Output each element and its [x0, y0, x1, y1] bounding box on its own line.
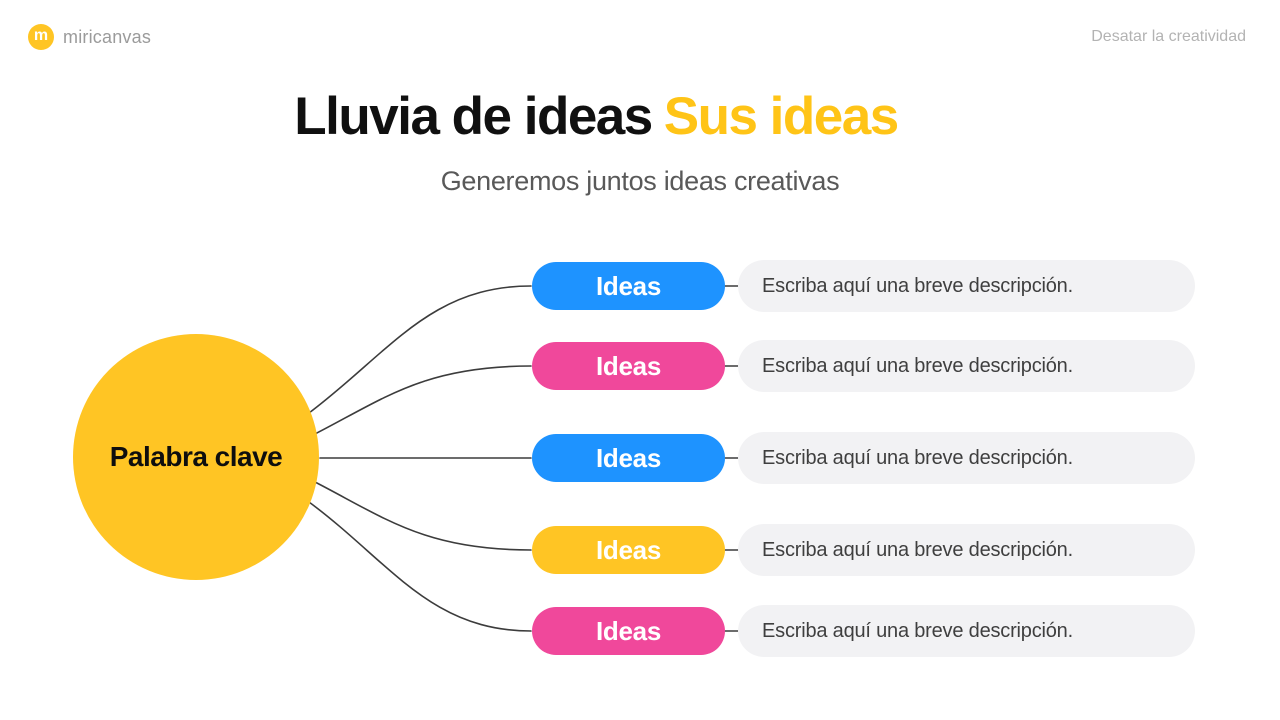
idea-pill[interactable]: Ideas: [532, 262, 725, 310]
idea-pill-label: Ideas: [596, 534, 661, 565]
idea-pill[interactable]: Ideas: [532, 607, 725, 655]
keyword-label: Palabra clave: [109, 441, 283, 472]
branch-row: Ideas Escriba aquí una breve descripción…: [0, 524, 1280, 576]
page-title-main: Lluvia de ideas: [294, 87, 653, 146]
branch-row: Ideas Escriba aquí una breve descripción…: [0, 340, 1280, 392]
idea-pill[interactable]: Ideas: [532, 526, 725, 574]
idea-description-box[interactable]: Escriba aquí una breve descripción.: [738, 340, 1195, 392]
miricanvas-logo-icon: m: [28, 24, 54, 50]
idea-pill-label: Ideas: [596, 270, 661, 301]
idea-description-box[interactable]: Escriba aquí una breve descripción.: [738, 260, 1195, 312]
idea-description: Escriba aquí una breve descripción.: [762, 274, 1073, 297]
idea-description: Escriba aquí una breve descripción.: [762, 446, 1073, 469]
idea-description: Escriba aquí una breve descripción.: [762, 538, 1073, 561]
branch-row: Ideas Escriba aquí una breve descripción…: [0, 260, 1280, 312]
branch-row: Ideas Escriba aquí una breve descripción…: [0, 605, 1280, 657]
header: m miricanvas Desatar la creatividad: [0, 0, 1280, 74]
idea-description-box[interactable]: Escriba aquí una breve descripción.: [738, 524, 1195, 576]
idea-pill[interactable]: Ideas: [532, 434, 725, 482]
idea-pill-label: Ideas: [596, 350, 661, 381]
idea-description: Escriba aquí una breve descripción.: [762, 354, 1073, 377]
idea-description-box[interactable]: Escriba aquí una breve descripción.: [738, 605, 1195, 657]
keyword-circle[interactable]: Palabra clave: [73, 334, 319, 580]
branch-row: Ideas Escriba aquí una breve descripción…: [0, 432, 1280, 484]
idea-pill-label: Ideas: [596, 442, 661, 473]
idea-description-box[interactable]: Escriba aquí una breve descripción.: [738, 432, 1195, 484]
idea-pill-label: Ideas: [596, 615, 661, 646]
miricanvas-logo[interactable]: m miricanvas: [28, 24, 151, 50]
miricanvas-logo-text: miricanvas: [63, 26, 152, 47]
idea-pill[interactable]: Ideas: [532, 342, 725, 390]
header-tagline: Desatar la creatividad: [1091, 28, 1246, 45]
page-subtitle: Generemos juntos ideas creativas: [440, 166, 840, 197]
idea-description: Escriba aquí una breve descripción.: [762, 619, 1073, 642]
page-title-accent: Sus ideas: [663, 87, 899, 146]
